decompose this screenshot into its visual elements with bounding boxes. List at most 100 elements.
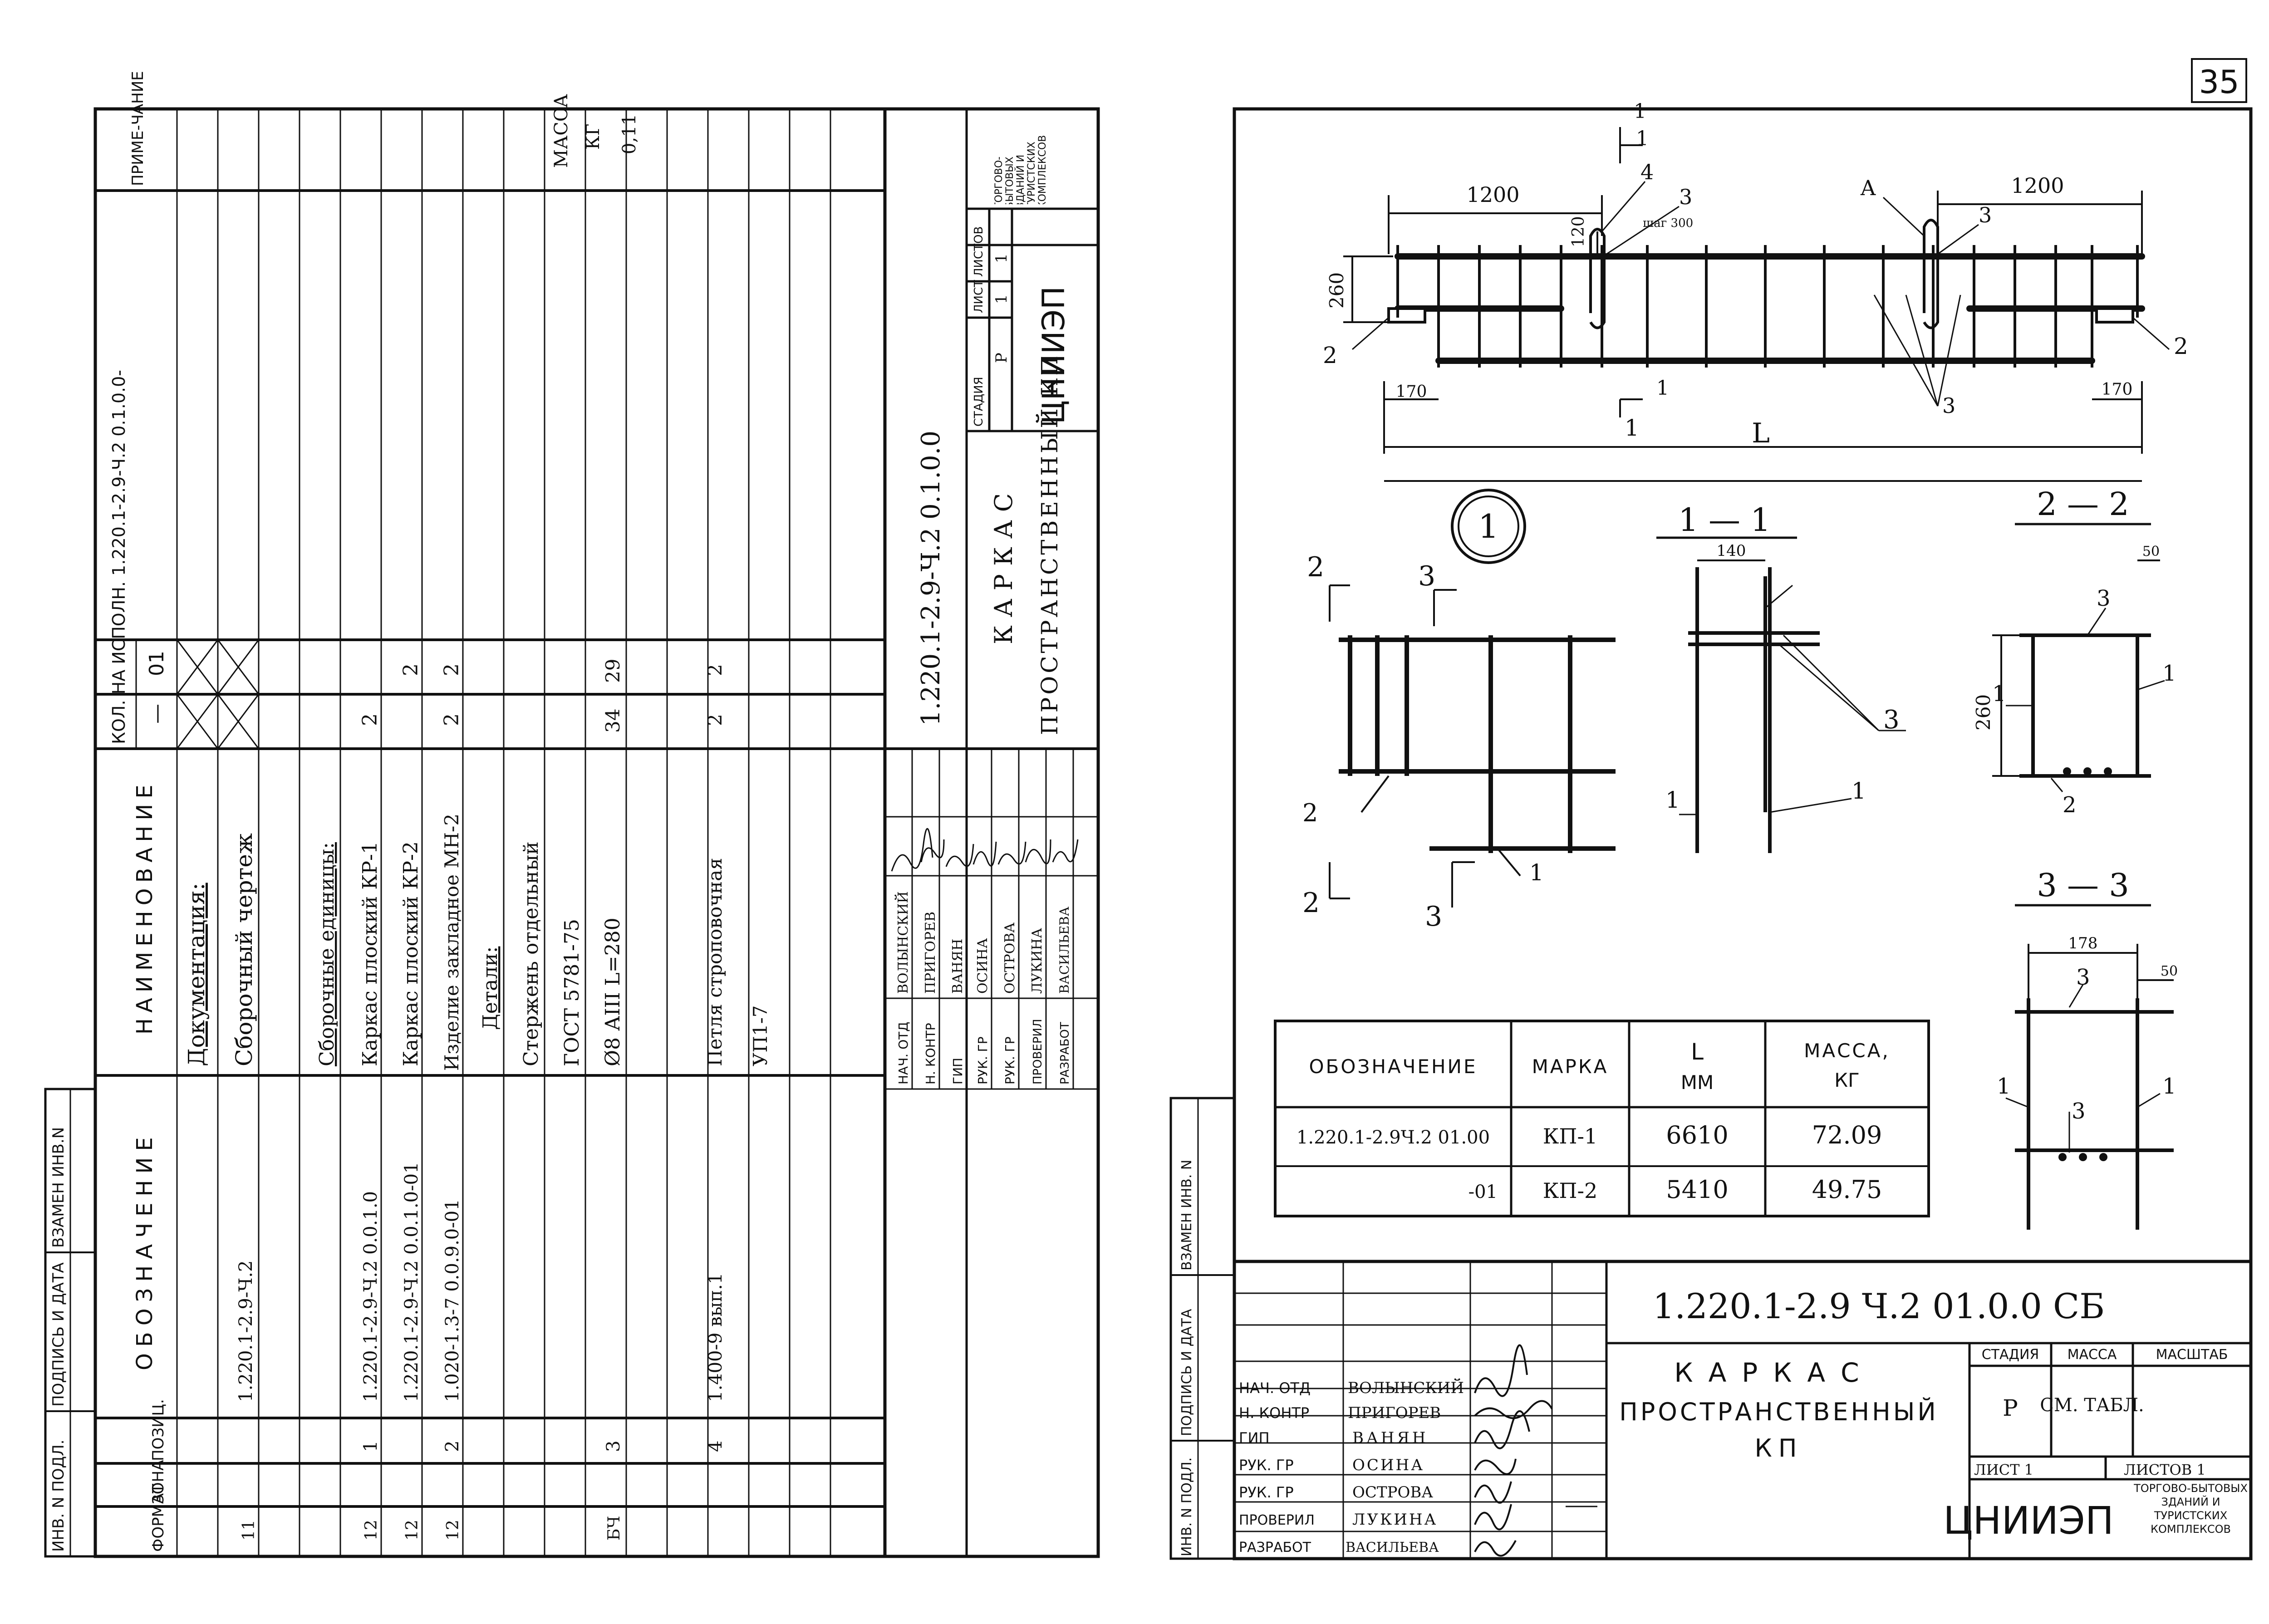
right-title-name2: ПРОСТРАНСТВЕННЫЙ xyxy=(1619,1398,1939,1426)
row3-q1: 2 xyxy=(359,713,382,726)
view1-label-2-bottom: 2 xyxy=(1302,887,1320,919)
row11-designation: 1.400-9 вып.1 xyxy=(705,1273,726,1402)
table-hdr-designation: ОБОЗНАЧЕНИЕ xyxy=(1309,1055,1477,1078)
right-person-0: ВОЛЫНСКИЙ xyxy=(1348,1378,1464,1397)
hdr-format: ФОРМАТ xyxy=(149,1484,167,1552)
plan-dim-120: 120 xyxy=(1569,216,1588,247)
right-title-name1: КАРКАС xyxy=(1674,1357,1874,1388)
right-title-name3: КП xyxy=(1755,1434,1803,1462)
right-title-org-sub: ТОРГОВО-БЫТОВЫХ ЗДАНИЙ И ТУРИСТСКИХ КОМП… xyxy=(2134,1482,2248,1536)
right-signatures xyxy=(1474,1344,1553,1557)
table-row1-designation: 1.220.1-2.9Ч.2 01.00 xyxy=(1297,1127,1490,1148)
left-role-0: НАЧ. ОТД xyxy=(896,1022,911,1084)
row9-name: Ø8 АIII L=280 xyxy=(601,917,624,1066)
right-role-2: ГИП xyxy=(1239,1429,1270,1447)
row11-q2: 2 xyxy=(704,664,726,676)
table-row1-mass: 72.09 xyxy=(1812,1121,1882,1149)
plan-pitch: шаг 300 xyxy=(1643,216,1693,230)
left-title-sheets-h: ЛИСТОВ xyxy=(972,226,986,277)
row3-pos: 1 xyxy=(360,1441,381,1452)
section11-title: 1 — 1 xyxy=(1678,501,1771,539)
row1-format: 11 xyxy=(240,1520,258,1541)
row5-q1: 2 xyxy=(440,713,463,726)
table-hdr-mark: МАРКА xyxy=(1532,1055,1609,1078)
plan-label-A: A xyxy=(1860,176,1876,200)
right-role-1: Н. КОНТР xyxy=(1239,1404,1309,1422)
table-hdr-mass: МАССА, xyxy=(1804,1040,1890,1062)
section22-dim-260: 260 xyxy=(1972,694,1994,731)
left-stamp-sign: ПОДПИСЬ И ДАТА xyxy=(49,1262,68,1407)
detail-view-1: 2 3 2 2 3 1 xyxy=(1302,551,1616,932)
plan-label-3b: 3 xyxy=(1979,203,1992,227)
left-role-1: Н. КОНТР xyxy=(923,1023,938,1084)
right-role-3: РУК. ГР xyxy=(1239,1457,1294,1474)
right-stamp-sign: ПОДПИСЬ И ДАТА xyxy=(1179,1309,1195,1436)
right-person-2: ВАНЯН xyxy=(1352,1429,1429,1447)
right-title-org: ЦНИИЭП xyxy=(1943,1498,2114,1543)
right-title-roles: НАЧ. ОТД Н. КОНТР ГИП РУК. ГР РУК. ГР ПР… xyxy=(1239,1378,1464,1555)
view1-label-3-top: 3 xyxy=(1418,560,1435,592)
right-person-6: ВАСИЛЬЕВА xyxy=(1346,1540,1439,1555)
section11-label-3: 3 xyxy=(1883,705,1900,735)
right-stamp-replace: ВЗАМЕН ИНВ. N xyxy=(1179,1160,1195,1271)
left-person-3: ОСИНА xyxy=(975,938,991,994)
left-person-5: ЛУКИНА xyxy=(1029,928,1045,994)
hdr-note: ПРИМЕ-ЧАНИЕ xyxy=(129,71,147,186)
section33-dim-178: 178 xyxy=(2068,934,2098,952)
left-title-org-sub: ТОРГОВО-БЫТОВЫХ ЗДАНИЙ И ТУРИСТСКИХ КОМП… xyxy=(993,135,1048,204)
table-row2-mark: КП-2 xyxy=(1543,1178,1598,1203)
right-person-1: ПРИГОРЕВ xyxy=(1348,1404,1441,1422)
plan-dims xyxy=(1343,127,2143,482)
view-circle-1: 1 xyxy=(1451,489,1526,564)
right-title-sheet: ЛИСТ 1 xyxy=(1974,1461,2033,1478)
section22-label-2: 2 xyxy=(2063,792,2077,818)
row10-name: Петля строповочная xyxy=(704,858,726,1066)
right-role-0: НАЧ. ОТД xyxy=(1239,1379,1311,1397)
row9-pos: 3 xyxy=(603,1441,624,1452)
section11-label-1-right: 1 xyxy=(1852,778,1866,804)
section22-title: 2 — 2 xyxy=(2037,486,2129,523)
right-title-stage: Р xyxy=(2003,1395,2018,1421)
spec-rows: Документация: 11 1.220.1-2.9-Ч.2 Сборочн… xyxy=(183,94,771,1541)
section-2-2: 2 — 2 50 260 xyxy=(1972,486,2176,818)
hdr-name: НАИМЕНОВАНИЕ xyxy=(132,779,157,1035)
hdr-col-01: 01 xyxy=(145,651,168,676)
plan-label-4: 4 xyxy=(1640,160,1654,184)
left-title-name1: КАРКАС xyxy=(989,485,1018,644)
row9-q1: 34 xyxy=(602,709,624,733)
plan-label-1-section-top: 1 xyxy=(1634,100,1646,123)
left-person-1: ПРИГОРЕВ xyxy=(923,912,938,994)
row1-name: Сборочный чертеж xyxy=(231,833,257,1066)
left-sheet: ИНВ. N ПОДЛ. ПОДПИСЬ И ДАТА ВЗАМЕН ИНВ.N xyxy=(44,71,1100,1558)
row-parts-heading: Детали: xyxy=(479,947,502,1030)
row9-q2: 29 xyxy=(602,659,624,683)
plan-label-3: 3 xyxy=(1679,185,1692,209)
left-title-stage-h: СТАДИЯ xyxy=(972,377,986,427)
left-title-org-sub-wrap: ТОРГОВО-БЫТОВЫХ ЗДАНИЙ И ТУРИСТСКИХ КОМП… xyxy=(993,135,1048,204)
row-doc-heading: Документация: xyxy=(183,883,210,1066)
section22-dim-50: 50 xyxy=(2142,544,2160,559)
section33-label-1-left: 1 xyxy=(1997,1074,2011,1099)
row5-q2: 2 xyxy=(440,663,463,676)
plan-dim-260: 260 xyxy=(1326,272,1348,309)
doc-qty-crosses xyxy=(176,639,260,749)
plan-label-2-left: 2 xyxy=(1323,342,1337,368)
plan-dim-1200-right: 1200 xyxy=(2011,173,2064,198)
left-signatures xyxy=(891,828,1079,872)
row5-name: Изделие закладное МН-2 xyxy=(441,814,463,1071)
right-person-3: ОСИНА xyxy=(1352,1456,1424,1474)
right-title-org-sub-wrap: ТОРГОВО-БЫТОВЫХ ЗДАНИЙ И ТУРИСТСКИХ КОМП… xyxy=(2134,1482,2248,1536)
plan-label-3-bottom: 3 xyxy=(1942,393,1955,418)
left-title-org: ЦНИИЭП xyxy=(1036,286,1072,424)
page-number: 35 xyxy=(2199,64,2239,101)
section22-label-3: 3 xyxy=(2097,586,2111,611)
row3-name: Каркас плоский КР-1 xyxy=(359,841,382,1066)
plan-dim-170-left: 170 xyxy=(1396,383,1427,401)
row7-name: Стержень отдельный xyxy=(520,841,543,1066)
view1-label-3-bottom: 3 xyxy=(1425,901,1442,932)
row4-q2: 2 xyxy=(399,663,422,676)
left-title-name2: ПРОСТРАНСТВЕННЫЙ КП xyxy=(1035,353,1063,735)
table-row2-designation: -01 xyxy=(1468,1182,1498,1202)
plan-label-1-top: 1 xyxy=(1636,127,1649,150)
